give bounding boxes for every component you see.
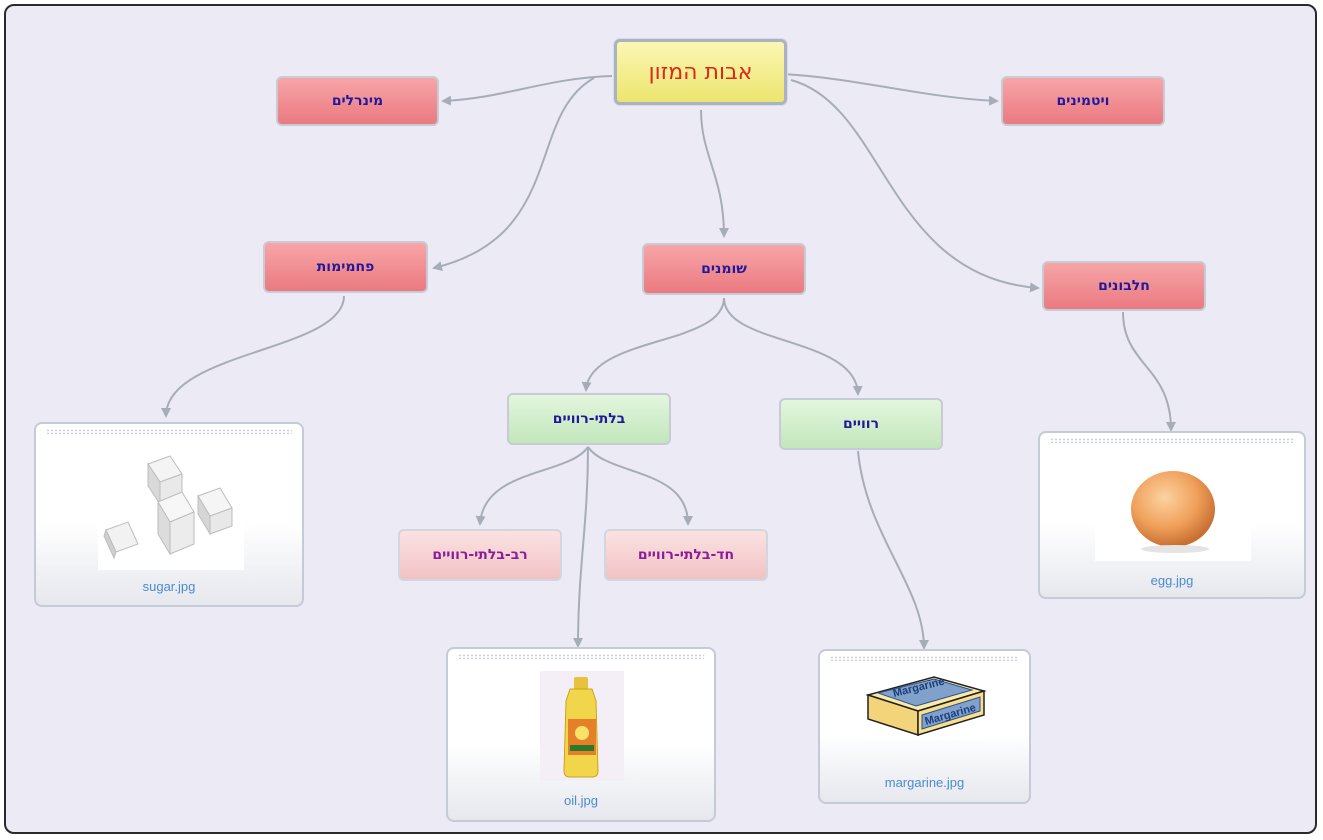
image-card-egg[interactable]: egg.jpg [1038, 431, 1306, 599]
image-caption-margarine: margarine.jpg [884, 775, 965, 790]
image-card-oil[interactable]: oil.jpg [446, 647, 716, 822]
link-fats-unsaturated [581, 297, 725, 392]
mind-map-canvas: אבות המזון מינרלים ויטמינים פחמימות שומנ… [4, 4, 1317, 834]
card-grip [46, 429, 292, 434]
root-node-food-groups[interactable]: אבות המזון [614, 39, 787, 105]
node-minerals-label: מינרלים [331, 93, 384, 109]
node-carbohydrates-label: פחמימות [316, 259, 375, 275]
image-caption-sugar: sugar.jpg [142, 579, 196, 594]
node-polyunsaturated-label: רב-בלתי-רוויים [432, 547, 528, 563]
card-grip [830, 656, 1019, 661]
image-caption-egg: egg.jpg [1150, 573, 1194, 588]
sugar-cubes-image [98, 452, 244, 570]
node-monounsaturated-label: חד-בלתי-רוויים [637, 547, 735, 563]
image-card-margarine[interactable]: Margarine Margarine margarine.jpg [818, 649, 1031, 804]
connector-layer [161, 73, 1176, 650]
card-grip [1050, 438, 1294, 443]
node-saturated-label: רוויים [842, 416, 880, 432]
link-root-minerals [441, 75, 613, 106]
node-fats[interactable]: שומנים [642, 243, 806, 295]
node-proteins[interactable]: חלבונים [1042, 261, 1206, 311]
node-fats-label: שומנים [701, 261, 747, 277]
link-root-fats [700, 109, 729, 238]
node-monounsaturated[interactable]: חד-בלתי-רוויים [604, 529, 768, 581]
node-carbohydrates[interactable]: פחמימות [263, 241, 428, 293]
image-caption-oil: oil.jpg [564, 793, 598, 808]
node-vitamins[interactable]: ויטמינים [1001, 76, 1165, 126]
margarine-box-image: Margarine Margarine [864, 673, 988, 739]
node-vitamins-label: ויטמינים [1056, 93, 1110, 109]
node-unsaturated[interactable]: בלתי-רוויים [507, 393, 671, 445]
link-fats-saturated [723, 297, 863, 396]
link-root-carbohydrates [432, 77, 595, 271]
node-minerals[interactable]: מינרלים [276, 76, 439, 126]
image-card-sugar[interactable]: sugar.jpg [34, 422, 304, 607]
link-carbohydrates-sugar [161, 295, 345, 418]
node-proteins-label: חלבונים [1098, 278, 1150, 294]
node-saturated[interactable]: רוויים [779, 398, 943, 450]
link-unsaturated-monounsaturated [587, 446, 693, 526]
link-root-vitamins [782, 73, 999, 106]
link-root-proteins [790, 79, 1040, 293]
root-node-label: אבות המזון [648, 59, 753, 85]
oil-bottle-image [540, 671, 624, 781]
node-polyunsaturated[interactable]: רב-בלתי-רוויים [398, 529, 562, 581]
link-saturated-margarine [857, 450, 929, 650]
card-grip [458, 654, 704, 659]
link-proteins-egg [1122, 311, 1176, 432]
link-unsaturated-oil [573, 446, 589, 648]
link-unsaturated-polyunsaturated [475, 446, 589, 526]
node-unsaturated-label: בלתי-רוויים [552, 411, 626, 427]
egg-image [1095, 451, 1251, 561]
